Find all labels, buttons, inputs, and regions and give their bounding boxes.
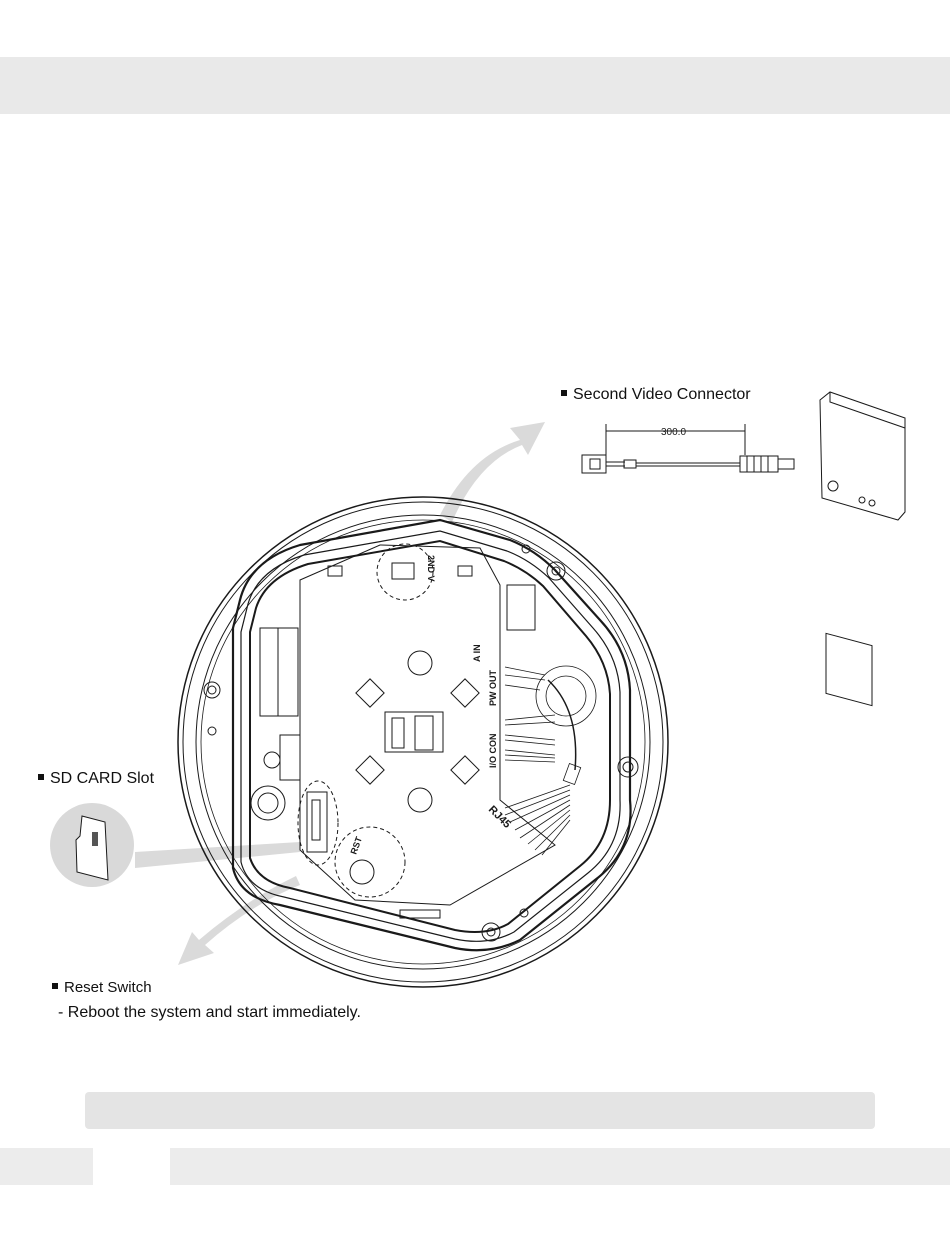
bullet-icon	[38, 774, 44, 780]
label-a-in: A IN	[472, 644, 482, 662]
label-2nd-v: 2ND V	[426, 555, 436, 582]
arrow-to-sd-card	[135, 842, 300, 868]
board-labels: 2ND V A IN PW OUT I/O CON RJ45 RST	[348, 555, 512, 856]
second-video-cable	[582, 424, 794, 473]
callout-sd-card: SD CARD Slot	[38, 770, 154, 788]
callout-second-video-text: Second Video Connector	[573, 386, 751, 403]
label-io-con: I/O CON	[488, 733, 498, 768]
callout-second-video: Second Video Connector	[561, 386, 751, 404]
cable-length: 300.0	[661, 427, 686, 438]
housing	[178, 497, 668, 987]
label-rst: RST	[348, 835, 364, 856]
callout-sd-card-text: SD CARD Slot	[50, 770, 154, 787]
monitor-box	[820, 392, 905, 706]
pcb	[260, 545, 555, 918]
arrow-to-reset	[178, 876, 300, 965]
callout-arrows	[135, 422, 545, 965]
bullet-icon	[561, 390, 567, 396]
callout-reset-text: Reset Switch	[64, 979, 152, 996]
callout-reset-description: - Reboot the system and start immediatel…	[58, 1004, 361, 1022]
slot-details	[307, 563, 414, 884]
bullet-icon	[52, 983, 58, 989]
cables	[505, 666, 596, 855]
sd-card-illustration	[50, 803, 134, 887]
label-pw-out: PW OUT	[488, 670, 498, 706]
dashed-highlights	[298, 544, 433, 897]
callout-reset: Reset Switch	[52, 979, 152, 997]
sd-logo	[92, 832, 98, 846]
footer-band-right	[170, 1148, 950, 1185]
footer-band-left	[0, 1148, 93, 1185]
caption-bar	[85, 1092, 875, 1129]
